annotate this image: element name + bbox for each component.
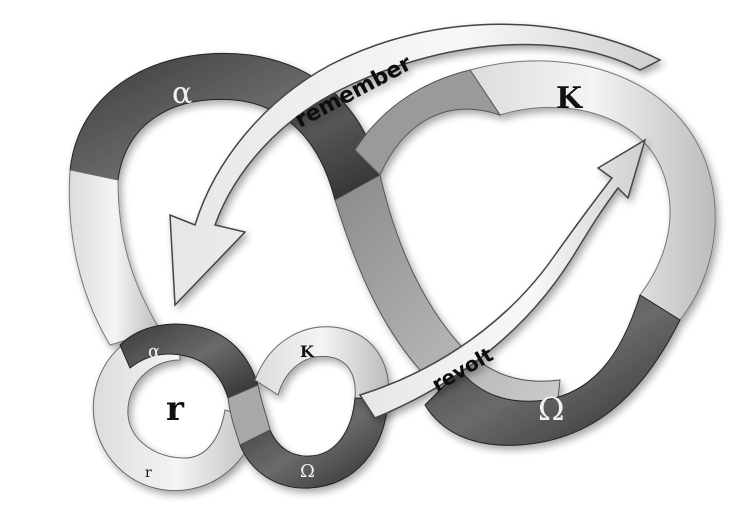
small-loop-kappa-band xyxy=(254,326,390,401)
small-alpha-label: α xyxy=(148,341,160,362)
revolt-arrow-body xyxy=(358,138,647,419)
small-loop xyxy=(92,323,390,492)
small-kappa-label: K xyxy=(300,342,315,361)
remember-arrow-body xyxy=(169,23,662,307)
small-loop-crossing-band xyxy=(227,384,271,446)
large-alpha-label: α xyxy=(172,76,192,111)
large-loop-omega-band xyxy=(424,294,681,446)
large-loop-kappa-band xyxy=(469,60,716,321)
large-loop-inner-band xyxy=(354,69,502,176)
small-r-bottom-label: r xyxy=(145,465,152,481)
large-kappa-label: K xyxy=(556,81,583,116)
small-loop-alpha-band xyxy=(119,323,259,399)
large-loop-left-band xyxy=(68,169,161,346)
small-r-center-label: r xyxy=(166,389,185,429)
large-omega-label: Ω xyxy=(538,390,565,428)
small-omega-label: Ω xyxy=(300,461,315,482)
